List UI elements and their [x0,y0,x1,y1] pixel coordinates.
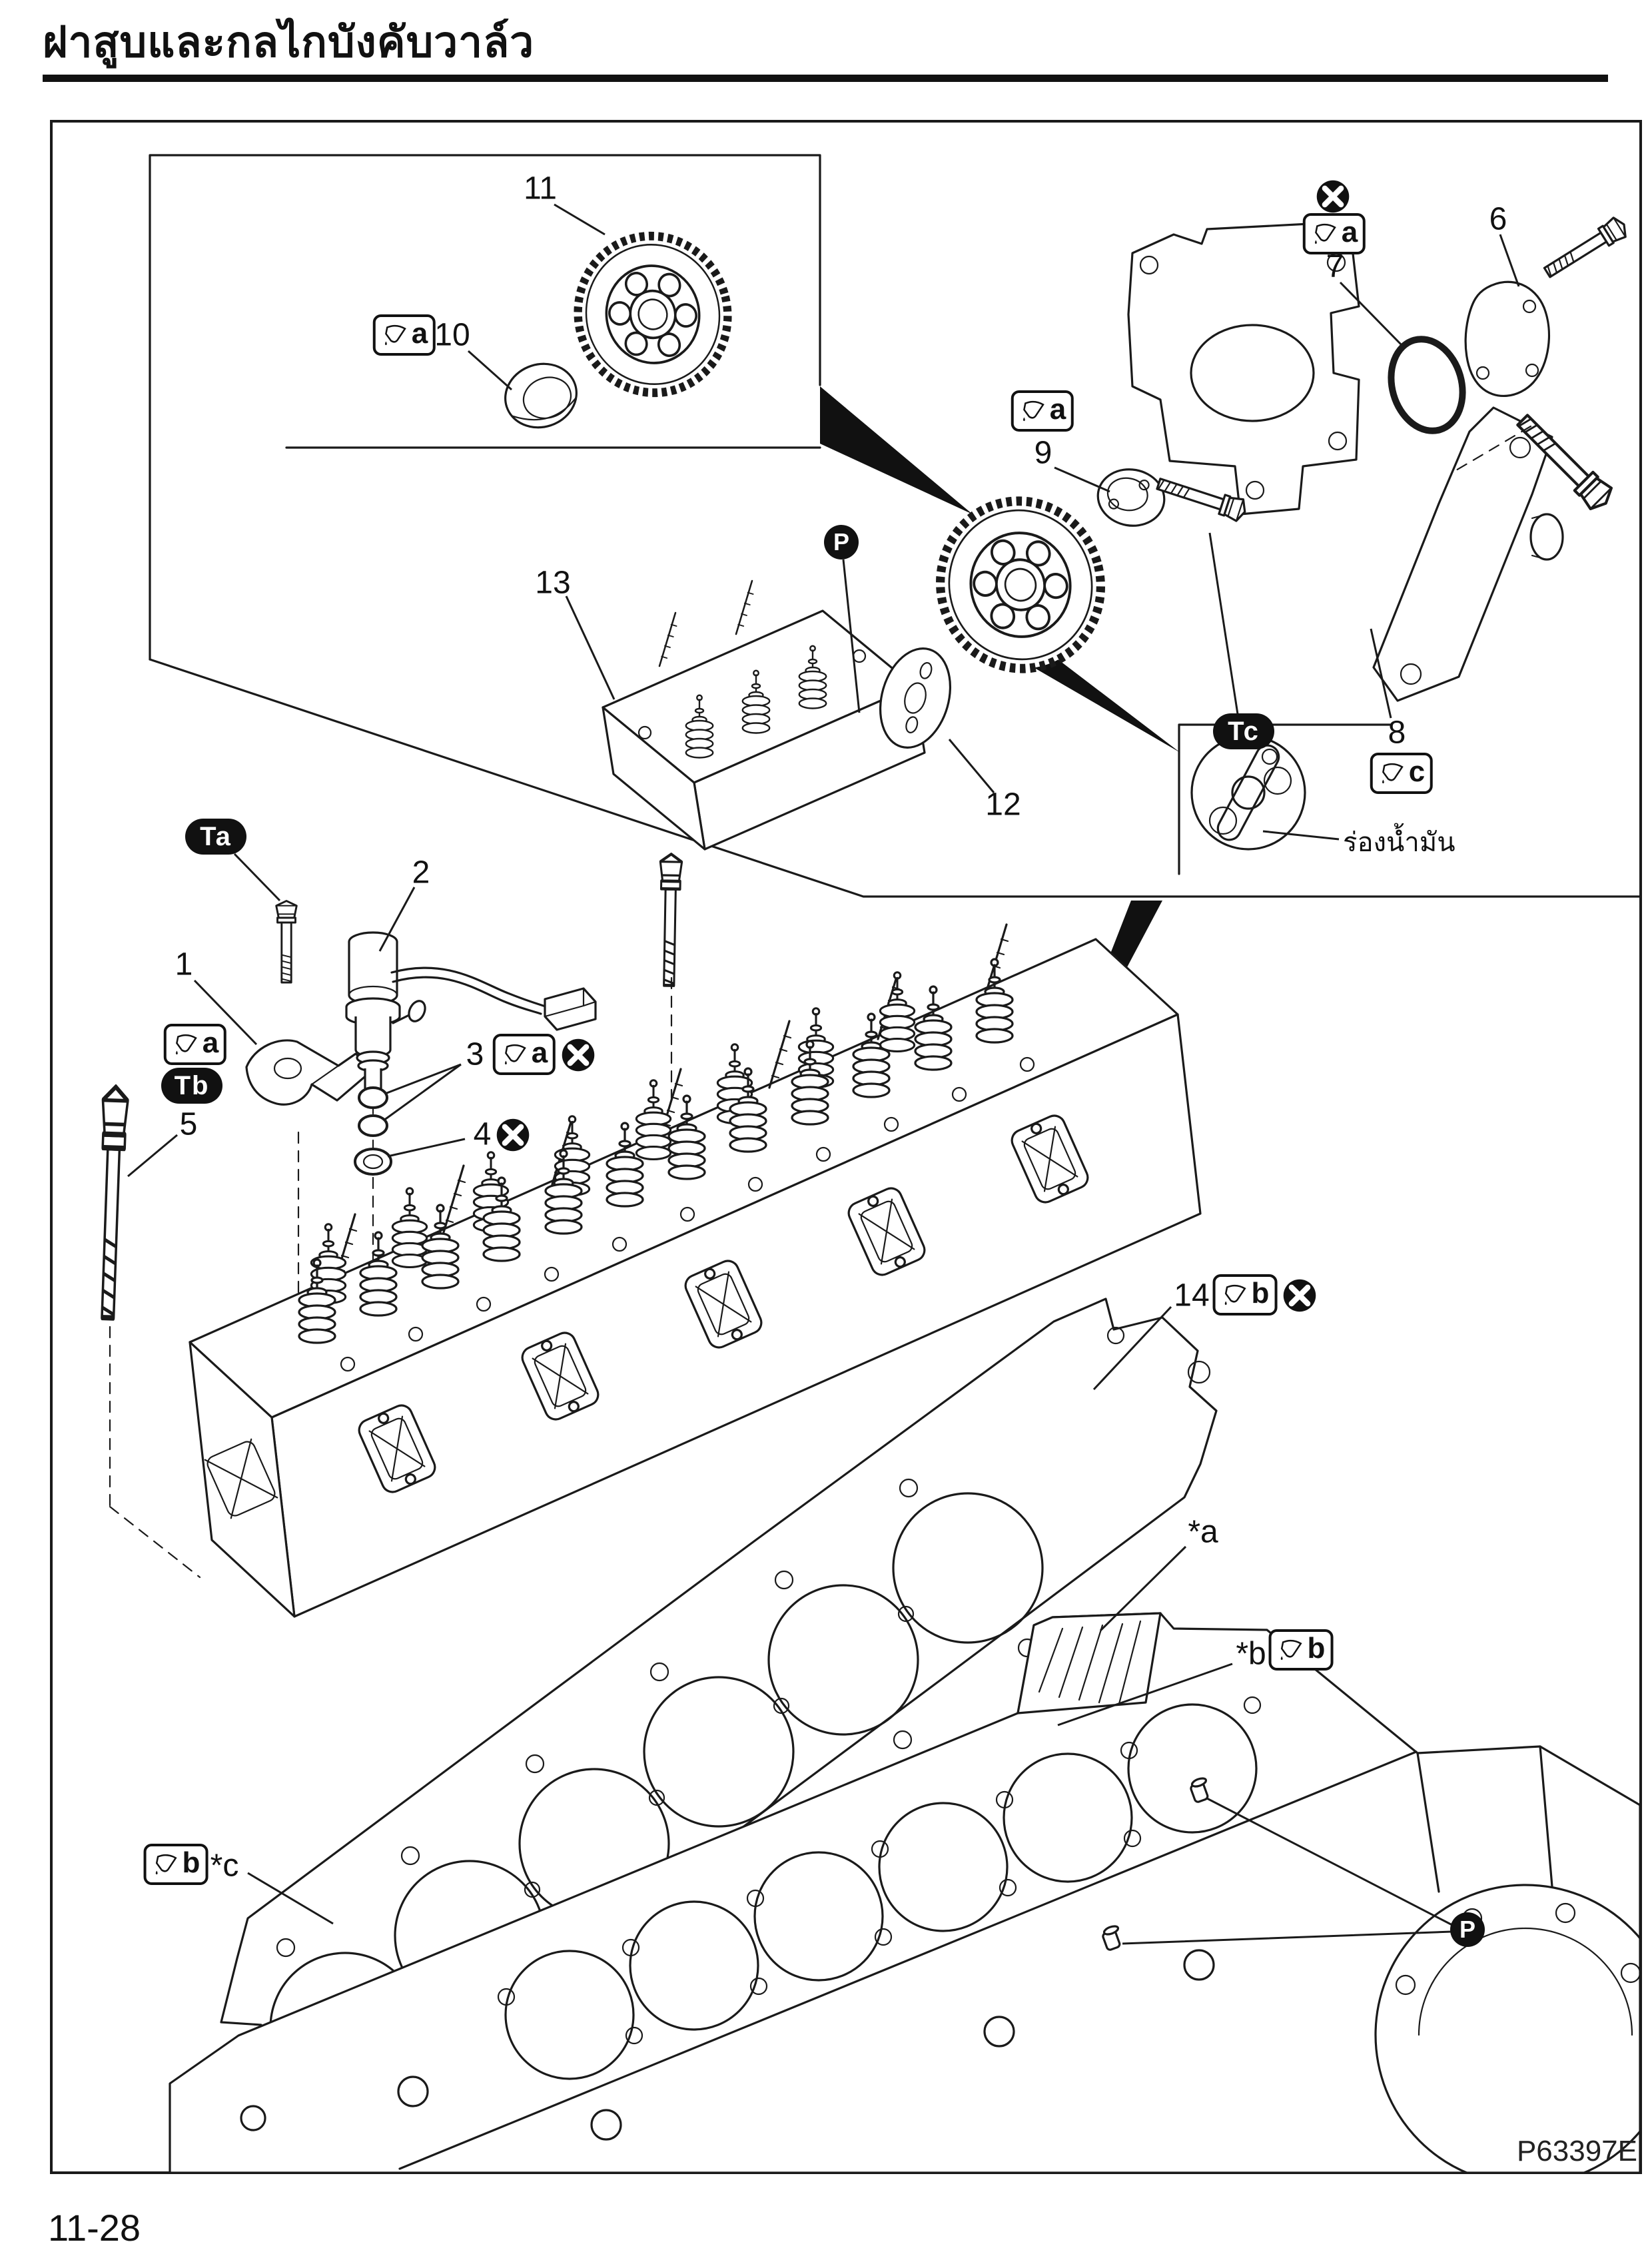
torque-symbol-tc: Tc [1213,713,1274,749]
lube-box-a-thrust-plate: a [1011,390,1074,432]
callout-1: 1 [175,946,193,982]
bracket-8-drawing [1372,406,1553,702]
gear-case-assembly-drawing [923,214,1631,702]
gear-case-joint-drawing [1017,1612,1162,1714]
cylinder-head-section-13-drawing [602,579,952,851]
lube-letter: a [202,1026,219,1059]
clamp-1-drawing [245,1039,374,1106]
clamp-bolt-drawing [275,900,298,984]
star-note-c: *c [210,1848,239,1884]
oil-can-icon [1224,1284,1246,1306]
o-ring-3b-drawing [358,1114,388,1137]
oil-can-icon [1314,223,1336,244]
torque-tb-label: Tb [174,1070,210,1100]
pin-symbol-top: P [824,525,859,560]
lube-box-c-bracket: c [1370,753,1434,794]
torque-ta-label: Ta [200,821,232,851]
injector-2-drawing [345,931,597,1455]
oil-can-icon [1023,400,1044,422]
oil-groove-inset-drawing [1190,735,1340,851]
lube-box-b-starb: b [1268,1629,1334,1671]
lube-letter: c [1408,755,1426,788]
callout-9: 9 [1034,435,1052,471]
lube-box-a-gear: a [372,314,436,356]
thrust-plate-9-drawing [1096,468,1166,527]
lube-letter: b [1251,1277,1270,1310]
washer-4-drawing [354,1148,392,1176]
callout-4: 4 [473,1116,492,1152]
thrust-plate-bolt-drawing [1154,472,1250,524]
cylinder-head-drawing [189,923,1202,1618]
o-ring-7-drawing [1388,336,1466,434]
lube-box-b-gasket: b [1212,1274,1278,1316]
lube-box-a-oring: a [1302,213,1366,254]
callout-3: 3 [466,1036,484,1072]
oil-can-icon [175,1034,197,1055]
page-title: ฝาสูบและกลไกบังคับวาล์ว [43,18,535,66]
engine-block-drawing [169,1612,1642,2174]
o-ring-3a-drawing [358,1086,388,1109]
head-bolt-drawing [658,854,682,986]
lube-box-a-oring3: a [492,1034,556,1075]
oil-can-icon [384,324,406,346]
page-number: 11-28 [48,2207,141,2249]
pin-symbol-bottom: P [1450,1912,1485,1947]
oil-groove-label: ร่องน้ำมัน [1343,828,1455,857]
plate-12-drawing [879,647,952,749]
replace-part-icon [1283,1279,1316,1312]
star-note-a: *a [1188,1514,1218,1550]
pin-label: P [833,528,849,556]
lube-letter: b [1307,1632,1326,1665]
cover-6-drawing [1464,280,1551,397]
lube-box-a-clamp: a [163,1024,227,1065]
lube-letter: a [1049,393,1066,426]
star-note-b: *b [1236,1636,1266,1672]
flywheel-housing-drawing [1374,1884,1642,2174]
replace-part-icon [496,1118,530,1152]
callout-2: 2 [412,855,430,891]
callout-7: 7 [1326,248,1344,284]
leader-lines [127,203,1520,1945]
oil-can-icon [1280,1639,1302,1661]
torque-symbol-tb: Tb [161,1068,222,1104]
title-rule [43,75,1608,82]
callout-5: 5 [179,1106,198,1142]
replace-part-icon [562,1038,595,1072]
lube-letter: a [531,1036,548,1069]
oil-can-icon [155,1854,177,1875]
callout-6: 6 [1489,201,1507,237]
cover-bolt-drawing [1540,214,1631,284]
lube-box-b-starc: b [143,1844,208,1885]
replace-part-icon [1316,180,1350,213]
pin-label: P [1459,1916,1475,1943]
oil-can-icon [1382,763,1404,784]
callout-13: 13 [535,565,571,601]
dowel-pin-drawing [1102,1777,1209,1951]
lube-letter: b [182,1846,201,1879]
callout-10: 10 [434,317,470,353]
figure-code: P63397E [1516,2135,1637,2167]
injector-group-drawing [95,854,682,1579]
torque-tc-label: Tc [1228,716,1260,746]
exploded-diagram [50,154,1642,2174]
lube-letter: a [411,317,428,350]
torque-symbol-ta: Ta [185,819,246,855]
callout-14: 14 [1174,1278,1210,1314]
lube-letter: a [1341,216,1358,248]
head-bolt-5-drawing [95,1086,128,1318]
callout-8: 8 [1388,715,1406,751]
oil-can-icon [504,1044,526,1065]
callout-12: 12 [985,787,1021,823]
camshaft-gear-detail-drawing [504,220,744,429]
callout-11: 11 [524,171,557,206]
section-boundary-lines [149,154,1641,898]
